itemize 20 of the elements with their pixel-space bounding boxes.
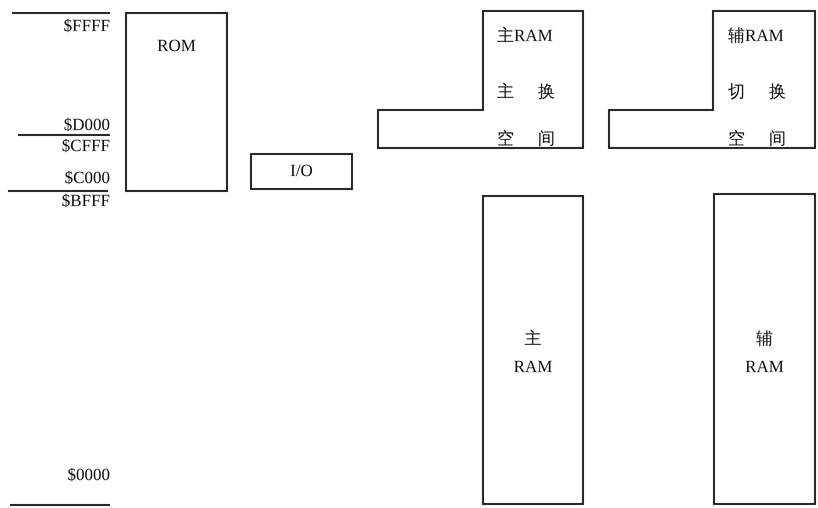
address-label: $CFFF xyxy=(62,137,110,155)
switch-space-block xyxy=(608,10,816,149)
address-label: $BFFF xyxy=(62,192,110,210)
block-note: 主换空间 xyxy=(497,81,580,150)
block-label: 主RAM xyxy=(512,328,554,378)
address-label: $FFFF xyxy=(64,17,110,35)
block-note: 切换空间 xyxy=(728,81,811,150)
address-label: $D000 xyxy=(64,116,110,134)
address-label: $C000 xyxy=(64,169,110,187)
block-label: I/O xyxy=(289,161,314,181)
address-label: $0000 xyxy=(68,466,110,484)
memory-block xyxy=(713,193,816,505)
block-label: 辅RAM xyxy=(744,328,785,378)
switch-space-block xyxy=(377,10,584,149)
block-label: 主RAM xyxy=(497,26,553,46)
block-label: ROM xyxy=(156,36,197,56)
block-label: 辅RAM xyxy=(728,26,784,46)
memory-block xyxy=(125,12,228,192)
memory-block xyxy=(250,153,353,190)
memory-block xyxy=(482,195,584,505)
